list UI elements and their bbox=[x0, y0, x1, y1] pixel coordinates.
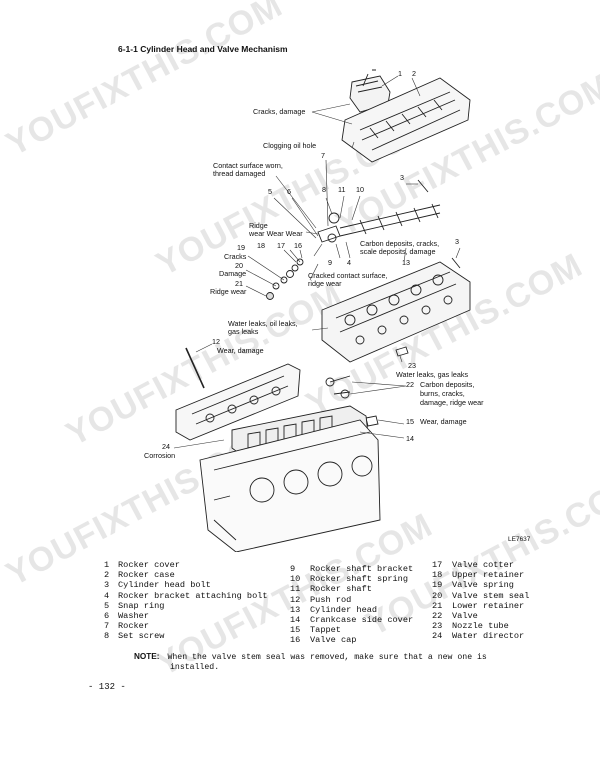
callout-16: 16 bbox=[294, 241, 302, 250]
note: NOTE: When the valve stem seal was remove… bbox=[134, 652, 487, 673]
callout-2: 2 bbox=[412, 69, 416, 78]
annotation-water-leaks: Water leaks, oil leaks, bbox=[228, 319, 298, 328]
callout-8: 8 bbox=[322, 185, 326, 194]
annotation-contact-surface: Contact surface worn, bbox=[213, 161, 283, 170]
callout-19: 19 bbox=[237, 243, 245, 252]
annotation-ridge-wear: Ridge wear bbox=[210, 287, 247, 296]
annotation-wear-damage: Wear, damage bbox=[217, 346, 264, 355]
annotation-cracked-contact: Cracked contact surface, bbox=[308, 271, 388, 280]
push-rod-part bbox=[185, 347, 205, 389]
callout-7: 7 bbox=[321, 151, 325, 160]
rocker-case-part bbox=[341, 77, 471, 163]
callout-22: 22 bbox=[406, 380, 414, 389]
annotation-cracks: Cracks bbox=[224, 252, 247, 261]
cylinder-head-part bbox=[321, 261, 471, 363]
annotation-water-gas-leaks: Water leaks, gas leaks bbox=[396, 370, 469, 379]
annotation-clogging-oil-hole: Clogging oil hole bbox=[263, 141, 317, 150]
crankcase-block-part bbox=[199, 419, 381, 552]
exploded-diagram bbox=[173, 69, 471, 552]
annotation-corrosion: Corrosion bbox=[144, 451, 176, 460]
callout-24: 24 bbox=[162, 442, 170, 451]
callout-21: 21 bbox=[235, 279, 243, 288]
annotation-contact-surface: thread damaged bbox=[213, 169, 266, 178]
callout-5: 5 bbox=[268, 187, 272, 196]
annotation-carbon-valve: Carbon deposits, bbox=[420, 380, 475, 389]
callout-1: 1 bbox=[398, 69, 402, 78]
callout-9: 9 bbox=[328, 258, 332, 267]
callout-4: 4 bbox=[347, 258, 351, 267]
annotation-carbon-valve: burns, cracks, bbox=[420, 389, 465, 398]
callout-3: 3 bbox=[400, 173, 404, 182]
callout-17: 17 bbox=[277, 241, 285, 250]
callout-20: 20 bbox=[235, 261, 243, 270]
annotation-ridge: Ridge bbox=[249, 221, 268, 230]
annotation-carbon-deposits: Carbon deposits, cracks, bbox=[360, 239, 440, 248]
callout-3: 3 bbox=[455, 237, 459, 246]
callout-23: 23 bbox=[408, 361, 416, 370]
annotation-damage: Damage bbox=[219, 269, 247, 278]
callout-14: 14 bbox=[406, 434, 414, 443]
annotation-cracked-contact: ridge wear bbox=[308, 279, 342, 288]
figure-code: LE7637 bbox=[508, 536, 531, 543]
callout-11: 11 bbox=[338, 185, 346, 194]
annotation-water-leaks: gas leaks bbox=[228, 327, 259, 336]
annotation-carbon-valve: damage, ridge wear bbox=[420, 398, 484, 407]
section-title: 6-1-1 Cylinder Head and Valve Mechanism bbox=[118, 44, 288, 54]
annotation-wear-damage: Wear, damage bbox=[420, 417, 467, 426]
annotation-wear: wear Wear Wear bbox=[249, 229, 303, 238]
callout-13: 13 bbox=[402, 258, 410, 267]
callout-12: 12 bbox=[212, 337, 220, 346]
callout-15: 15 bbox=[406, 417, 414, 426]
callout-6: 6 bbox=[287, 187, 291, 196]
note-label: NOTE: bbox=[134, 652, 160, 661]
rocker-shaft-part bbox=[339, 204, 441, 237]
callout-10: 10 bbox=[356, 185, 364, 194]
annotation-cracks-damage: Cracks, damage bbox=[253, 107, 306, 116]
note-text: When the valve stem seal was removed, ma… bbox=[167, 653, 487, 662]
page-number: - 132 - bbox=[88, 682, 126, 692]
callout-18: 18 bbox=[257, 241, 265, 250]
annotation-carbon-deposits: scale deposits, damage bbox=[360, 247, 436, 256]
note-text: installed. bbox=[170, 663, 220, 672]
